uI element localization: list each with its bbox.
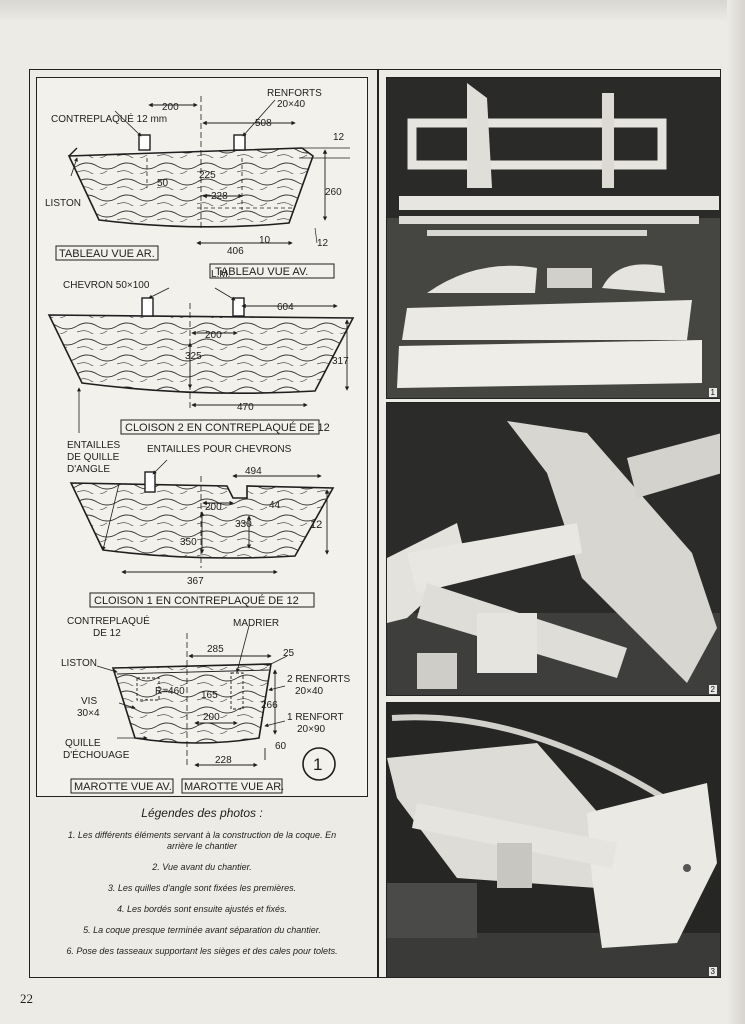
photo-captions: Légendes des photos : 1. Les différents … xyxy=(36,800,368,976)
marotte-vue-ar-title: MAROTTE VUE AR. xyxy=(184,781,284,793)
dim-60: 60 xyxy=(275,741,287,752)
tableau-drawing xyxy=(67,96,350,246)
dim-228: 228 xyxy=(211,191,228,202)
dim-200: 200 xyxy=(162,102,179,113)
dim-260: 260 xyxy=(325,187,342,198)
page-top-shadow xyxy=(0,0,745,22)
dim-225: 225 xyxy=(199,170,216,181)
technical-drawing: CONTREPLAQUÉ 12 mm RENFORTS 20×40 LISTON… xyxy=(45,88,355,794)
dim-266: 266 xyxy=(261,700,278,711)
caption-2: 2. Vue avant du chantier. xyxy=(152,862,252,872)
technical-drawing-panel: CONTREPLAQUÉ 12 mm RENFORTS 20×40 LISTON… xyxy=(36,77,368,797)
contreplaque-label: CONTREPLAQUÉ 12 mm xyxy=(51,112,167,125)
marotte-contreplaque-2: DE 12 xyxy=(93,628,121,639)
dim-317: 317 xyxy=(332,356,349,367)
dim-470: 470 xyxy=(237,402,254,413)
photo-3: 3 xyxy=(386,702,721,978)
tableau-vue-av-title: TABLEAU VUE AV. xyxy=(215,266,308,278)
renfort-1-label: 1 RENFORT xyxy=(287,712,344,723)
dim-165: 165 xyxy=(201,690,218,701)
caption-6: 6. Pose des tasseaux supportant les sièg… xyxy=(66,946,338,956)
photo-2-number: 2 xyxy=(708,685,717,694)
dim-285: 285 xyxy=(207,644,224,655)
lm-label: L.M. xyxy=(211,269,230,280)
marotte-drawing xyxy=(96,625,336,781)
marotte-contreplaque-1: CONTREPLAQUÉ xyxy=(67,614,150,627)
chevron-label: CHEVRON 50×100 xyxy=(63,280,150,291)
dim-12b: 12 xyxy=(317,238,329,249)
dim-367: 367 xyxy=(187,576,204,587)
marotte-liston-label: LISTON xyxy=(61,658,97,669)
photo-1-number: 1 xyxy=(708,388,717,397)
vis-label-1: VIS xyxy=(81,696,97,707)
photo-3-number: 3 xyxy=(708,967,717,976)
dim-50: 50 xyxy=(157,178,169,189)
dim-330: 330 xyxy=(235,519,252,530)
photo-1: 1 xyxy=(386,77,721,399)
caption-1: 1. Les différents éléments servant à la … xyxy=(67,830,337,851)
quille-label-2: D'ÉCHOUAGE xyxy=(63,748,130,761)
renforts-2-label: 2 RENFORTS xyxy=(287,674,350,685)
renforts-dim-label: 20×40 xyxy=(277,99,306,110)
dim-494: 494 xyxy=(245,466,262,477)
dim-200-c2: 200 xyxy=(205,330,222,341)
dim-325: 325 xyxy=(185,351,202,362)
caption-4: 4. Les bordés sont ensuite ajustés et fi… xyxy=(116,904,288,914)
dim-12-c1: 12 xyxy=(310,519,322,531)
cloison1-title: CLOISON 1 EN CONTREPLAQUÉ DE 12 xyxy=(94,594,299,607)
caption-5: 5. La coque presque terminée avant sépar… xyxy=(83,925,321,935)
tableau-vue-ar-title: TABLEAU VUE AR. xyxy=(59,248,155,260)
dim-604: 604 xyxy=(277,302,294,313)
dim-44: 44 xyxy=(269,500,281,511)
quille-label-1: QUILLE xyxy=(65,738,101,749)
entailles-label-1: ENTAILLES xyxy=(67,440,120,451)
entailles-label-2: DE QUILLE xyxy=(67,452,120,463)
photo-1-image xyxy=(387,78,720,398)
radius-label: R=460 xyxy=(155,686,185,697)
cloison2-drawing xyxy=(47,287,355,433)
page-right-shadow xyxy=(727,0,745,1024)
dim-508: 508 xyxy=(255,118,272,129)
entailles-chevrons-label: ENTAILLES POUR CHEVRONS xyxy=(147,444,292,455)
dim-406: 406 xyxy=(227,246,244,257)
captions-title: Légendes des photos : xyxy=(141,806,263,820)
column-divider xyxy=(377,69,379,978)
renforts-label: RENFORTS xyxy=(267,88,322,99)
renforts-2-dim: 20×40 xyxy=(295,686,324,697)
dim-10: 10 xyxy=(259,235,271,246)
dim-350: 350 xyxy=(180,537,197,548)
madrier-label: MADRIER xyxy=(233,618,279,629)
dim-200-c1: 200 xyxy=(205,502,222,513)
dim-12: 12 xyxy=(333,132,345,143)
caption-3: 3. Les quilles d'angle sont fixées les p… xyxy=(107,883,297,893)
cloison1-drawing xyxy=(69,459,335,575)
page-number: 22 xyxy=(20,991,33,1006)
photo-2: 2 xyxy=(386,402,721,696)
dim-228-m: 228 xyxy=(215,755,232,766)
cloison2-title: CLOISON 2 EN CONTREPLAQUÉ DE 12 xyxy=(125,421,330,434)
liston-label: LISTON xyxy=(45,198,81,209)
photo-2-image xyxy=(387,403,720,695)
figure-number: 1 xyxy=(313,755,322,774)
vis-label-2: 30×4 xyxy=(77,708,100,719)
marotte-vue-av-title: MAROTTE VUE AV. xyxy=(74,781,172,793)
dim-25: 25 xyxy=(283,648,295,659)
renfort-1-dim: 20×90 xyxy=(297,724,326,735)
entailles-label-3: D'ANGLE xyxy=(67,464,110,475)
photo-3-image xyxy=(387,703,720,977)
dim-200-m: 200 xyxy=(203,712,220,723)
